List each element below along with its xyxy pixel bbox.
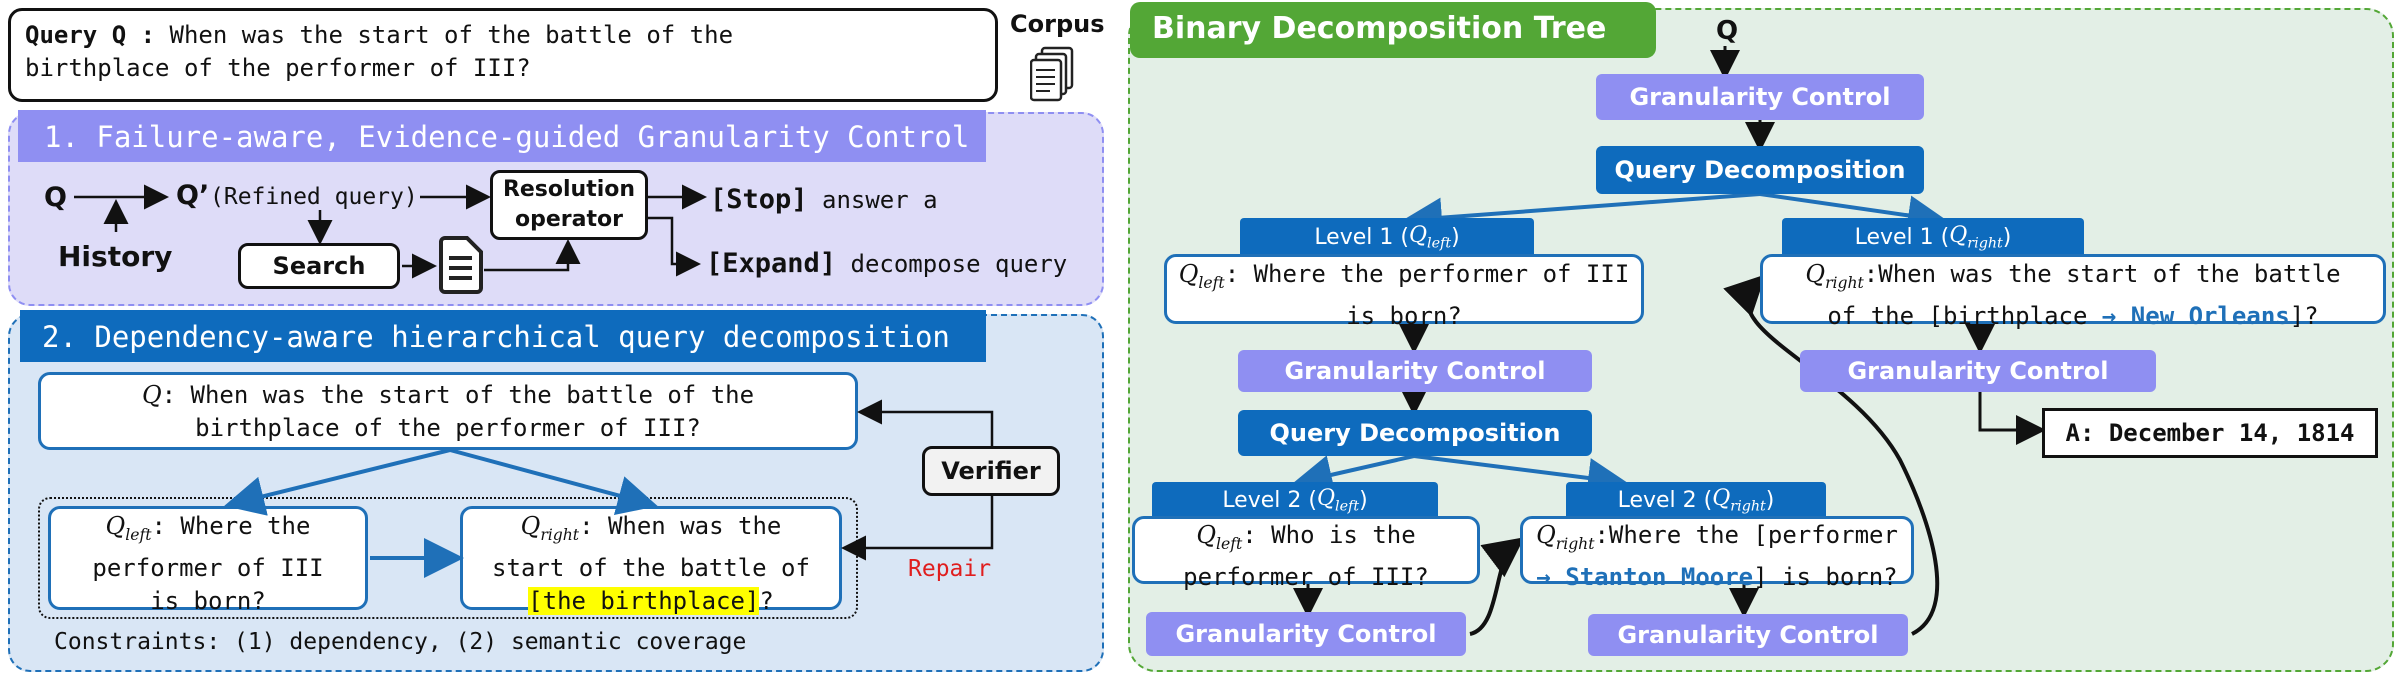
s1-stop-tag: [Stop] bbox=[710, 184, 808, 215]
tree-level2-right-tab: Level 2 (Qright) bbox=[1566, 482, 1826, 518]
tree-answer-box: A: December 14, 1814 bbox=[2042, 408, 2378, 458]
tree-l1-left-line1: : Where the performer of III bbox=[1224, 260, 1630, 288]
s1-history: History bbox=[58, 240, 173, 273]
tree-l1-left-line2: is born? bbox=[1346, 301, 1462, 330]
s2-verifier-box: Verifier bbox=[922, 446, 1060, 496]
corpus-label: Corpus bbox=[1010, 10, 1105, 38]
s2-right-highlight: [the birthplace] bbox=[528, 586, 760, 615]
tree-level2-right-label: Level 2 ( bbox=[1617, 487, 1713, 513]
s2-q-sym: Q bbox=[141, 381, 162, 409]
tree-l2-left-line1: : Who is the bbox=[1242, 521, 1416, 549]
s1-resolution-line2: operator bbox=[515, 207, 623, 232]
s1-q: Q bbox=[44, 182, 67, 213]
section2-connectors bbox=[224, 399, 994, 578]
section1-connectors bbox=[74, 184, 707, 279]
tree-granularity-control-root: Granularity Control bbox=[1596, 74, 1924, 120]
s2-repair-label: Repair bbox=[908, 556, 992, 582]
s1-search-box: Search bbox=[238, 243, 400, 289]
s2-left-line1: : Where the bbox=[151, 512, 311, 540]
tree-level1-left-box: Qleft: Where the performer of III is bor… bbox=[1164, 254, 1644, 330]
s1-refined-query: (Refined query) bbox=[210, 184, 418, 210]
tree-root-q: Q bbox=[1716, 16, 1739, 46]
s1-stop-text: answer a bbox=[822, 186, 938, 214]
s1-expand-text: decompose query bbox=[850, 250, 1068, 278]
tree-l1-right-line1: :When was the start of the battle bbox=[1863, 260, 2341, 288]
tree-l2-left-line2: performer of III? bbox=[1183, 562, 1429, 591]
tree-query-decomposition-l1-left: Query Decomposition bbox=[1238, 410, 1592, 456]
s2-q-line1: : When was the start of the battle of th… bbox=[161, 381, 755, 409]
s1-resolution-operator: Resolution operator bbox=[490, 170, 648, 240]
tree-l1-right-pre: of the [birthplace bbox=[1827, 301, 2102, 330]
tree-l2-right-line1: :Where the [performer bbox=[1594, 521, 1898, 549]
s2-left-box: Qleft: Where the performer of III is bor… bbox=[48, 506, 368, 615]
tree-l1-right-arrow: → New Orleans bbox=[2101, 301, 2290, 330]
s2-left-sym: Qleft bbox=[105, 512, 152, 544]
s2-right-end: ? bbox=[759, 586, 774, 615]
section2-title: 2. Dependency-aware hierarchical query d… bbox=[20, 310, 986, 362]
tree-level2-right-box: Qright:Where the [performer → Stanton Mo… bbox=[1520, 516, 1914, 591]
s2-constraints: Constraints: (1) dependency, (2) semanti… bbox=[54, 629, 747, 655]
s2-right-sym: Qright bbox=[520, 512, 580, 544]
s2-q-line2: birthplace of the performer of III? bbox=[195, 414, 701, 442]
s1-resolution-line1: Resolution bbox=[502, 177, 636, 202]
tree-l2-right-arrow: → Stanton Moore bbox=[1536, 562, 1754, 591]
section1-title: 1. Failure-aware, Evidence-guided Granul… bbox=[18, 110, 986, 162]
s1-stop: [Stop] answer a bbox=[710, 183, 938, 217]
query-line2: birthplace of the performer of III? bbox=[25, 54, 531, 82]
tree-granularity-control-l1-right: Granularity Control bbox=[1800, 350, 2156, 392]
s2-left-line3: is born? bbox=[150, 586, 266, 615]
s2-right-line2: start of the battle of bbox=[492, 553, 810, 582]
document-stack-icon bbox=[1029, 46, 1074, 102]
query-line1: When was the start of the battle of the bbox=[169, 21, 734, 49]
s2-right-line1: : When was the bbox=[579, 512, 782, 540]
tree-level1-right-tab: Level 1 (Qright) bbox=[1782, 218, 2084, 256]
s1-expand: [Expand] decompose query bbox=[706, 247, 1067, 281]
tree-granularity-control-l1-left: Granularity Control bbox=[1238, 350, 1592, 392]
s2-left-line2: performer of III bbox=[92, 553, 324, 582]
tree-level2-left-label: Level 2 ( bbox=[1222, 487, 1317, 513]
s1-document-icon bbox=[438, 236, 484, 298]
s1-q-prime: Q’ bbox=[176, 180, 210, 211]
tree-level1-right-box: Qright:When was the start of the battle … bbox=[1760, 254, 2386, 330]
tree-l2-right-post: ] is born? bbox=[1753, 562, 1898, 591]
tree-level1-left-label: Level 1 ( bbox=[1314, 224, 1409, 250]
tree-granularity-control-l2-right: Granularity Control bbox=[1588, 614, 1908, 656]
tree-l1-right-post: ]? bbox=[2289, 301, 2319, 330]
tree-level2-left-tab: Level 2 (Qleft) bbox=[1152, 482, 1438, 518]
s1-expand-tag: [Expand] bbox=[706, 248, 837, 279]
tree-query-decomposition-root: Query Decomposition bbox=[1596, 146, 1924, 194]
query-box: Query Q : When was the start of the batt… bbox=[8, 8, 998, 102]
tree-level1-left-tab: Level 1 (Qleft) bbox=[1240, 218, 1534, 256]
query-label: Query Q : bbox=[25, 21, 156, 49]
tree-granularity-control-l2-left: Granularity Control bbox=[1146, 612, 1466, 656]
tree-level2-left-box: Qleft: Who is the performer of III? bbox=[1132, 516, 1480, 591]
tree-title: Binary Decomposition Tree bbox=[1130, 2, 1656, 58]
tree-level1-right-label: Level 1 ( bbox=[1854, 224, 1950, 250]
s2-right-box: Qright: When was the start of the battle… bbox=[460, 506, 842, 615]
s2-query-box: Q: When was the start of the battle of t… bbox=[38, 372, 858, 450]
